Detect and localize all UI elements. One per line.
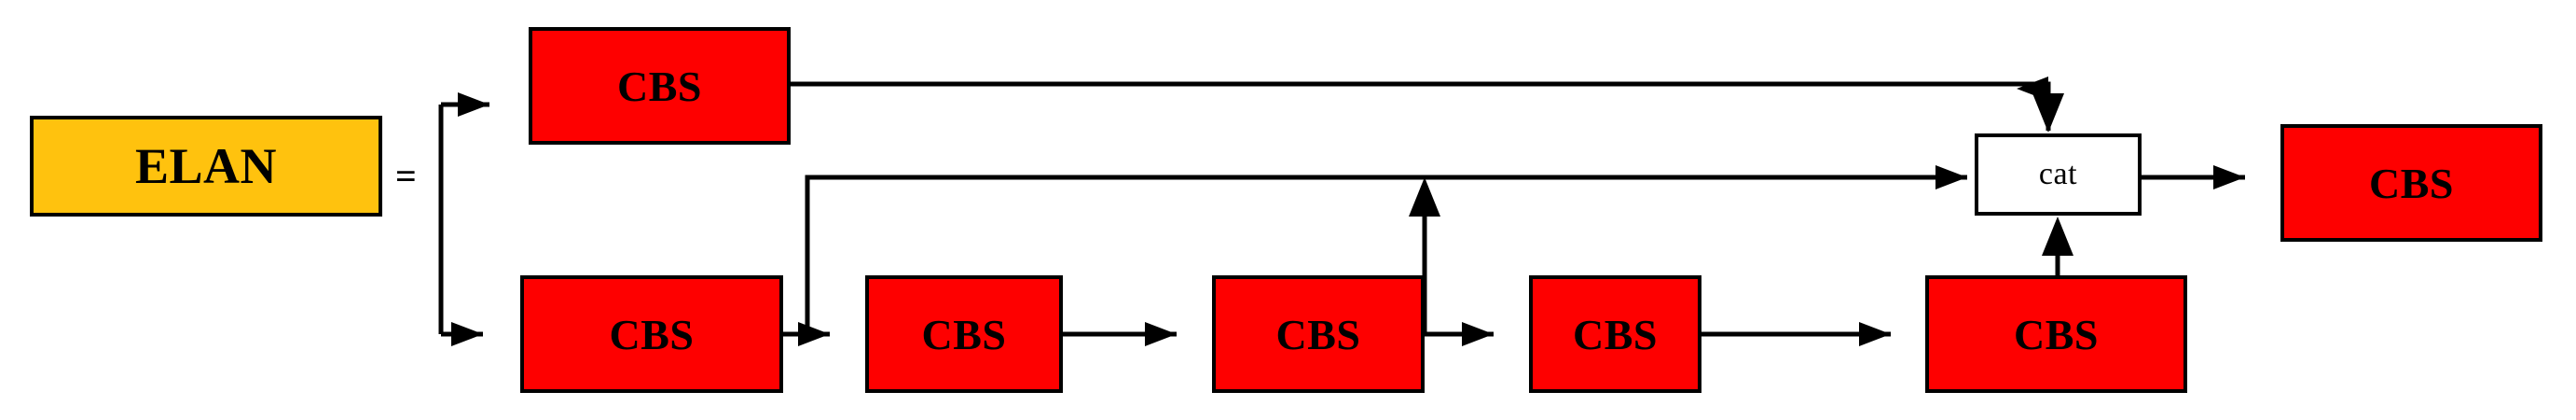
edge-elan-fanout [438, 92, 489, 346]
node-cbs-bottom-4-label: CBS [1573, 310, 1658, 358]
node-cbs-top[interactable]: CBS [529, 27, 791, 145]
node-cbs-output-label: CBS [2369, 159, 2454, 207]
node-cbs-bottom-3[interactable]: CBS [1212, 275, 1425, 393]
node-elan-label: ELAN [134, 138, 278, 194]
node-cbs-bottom-3-label: CBS [1275, 310, 1361, 358]
node-cbs-bottom-5[interactable]: CBS [1925, 275, 2187, 393]
node-cbs-top-label: CBS [617, 62, 702, 110]
node-cbs-bottom-2-label: CBS [921, 310, 1007, 358]
node-cbs-bottom-5-label: CBS [2014, 310, 2099, 358]
node-cbs-bottom-4[interactable]: CBS [1529, 275, 1701, 393]
equals-sign: = [395, 155, 417, 197]
node-cat[interactable]: cat [1975, 133, 2142, 216]
edge-cbs-b5-to-cat [2042, 217, 2073, 275]
node-cbs-bottom-2[interactable]: CBS [865, 275, 1063, 393]
edge-cbs-top-to-cat [791, 77, 2064, 133]
node-cat-label: cat [2038, 157, 2078, 191]
node-elan[interactable]: ELAN [30, 116, 382, 217]
node-cbs-bottom-1-label: CBS [609, 310, 695, 358]
node-cbs-output[interactable]: CBS [2280, 124, 2542, 242]
node-cbs-bottom-1[interactable]: CBS [520, 275, 783, 393]
